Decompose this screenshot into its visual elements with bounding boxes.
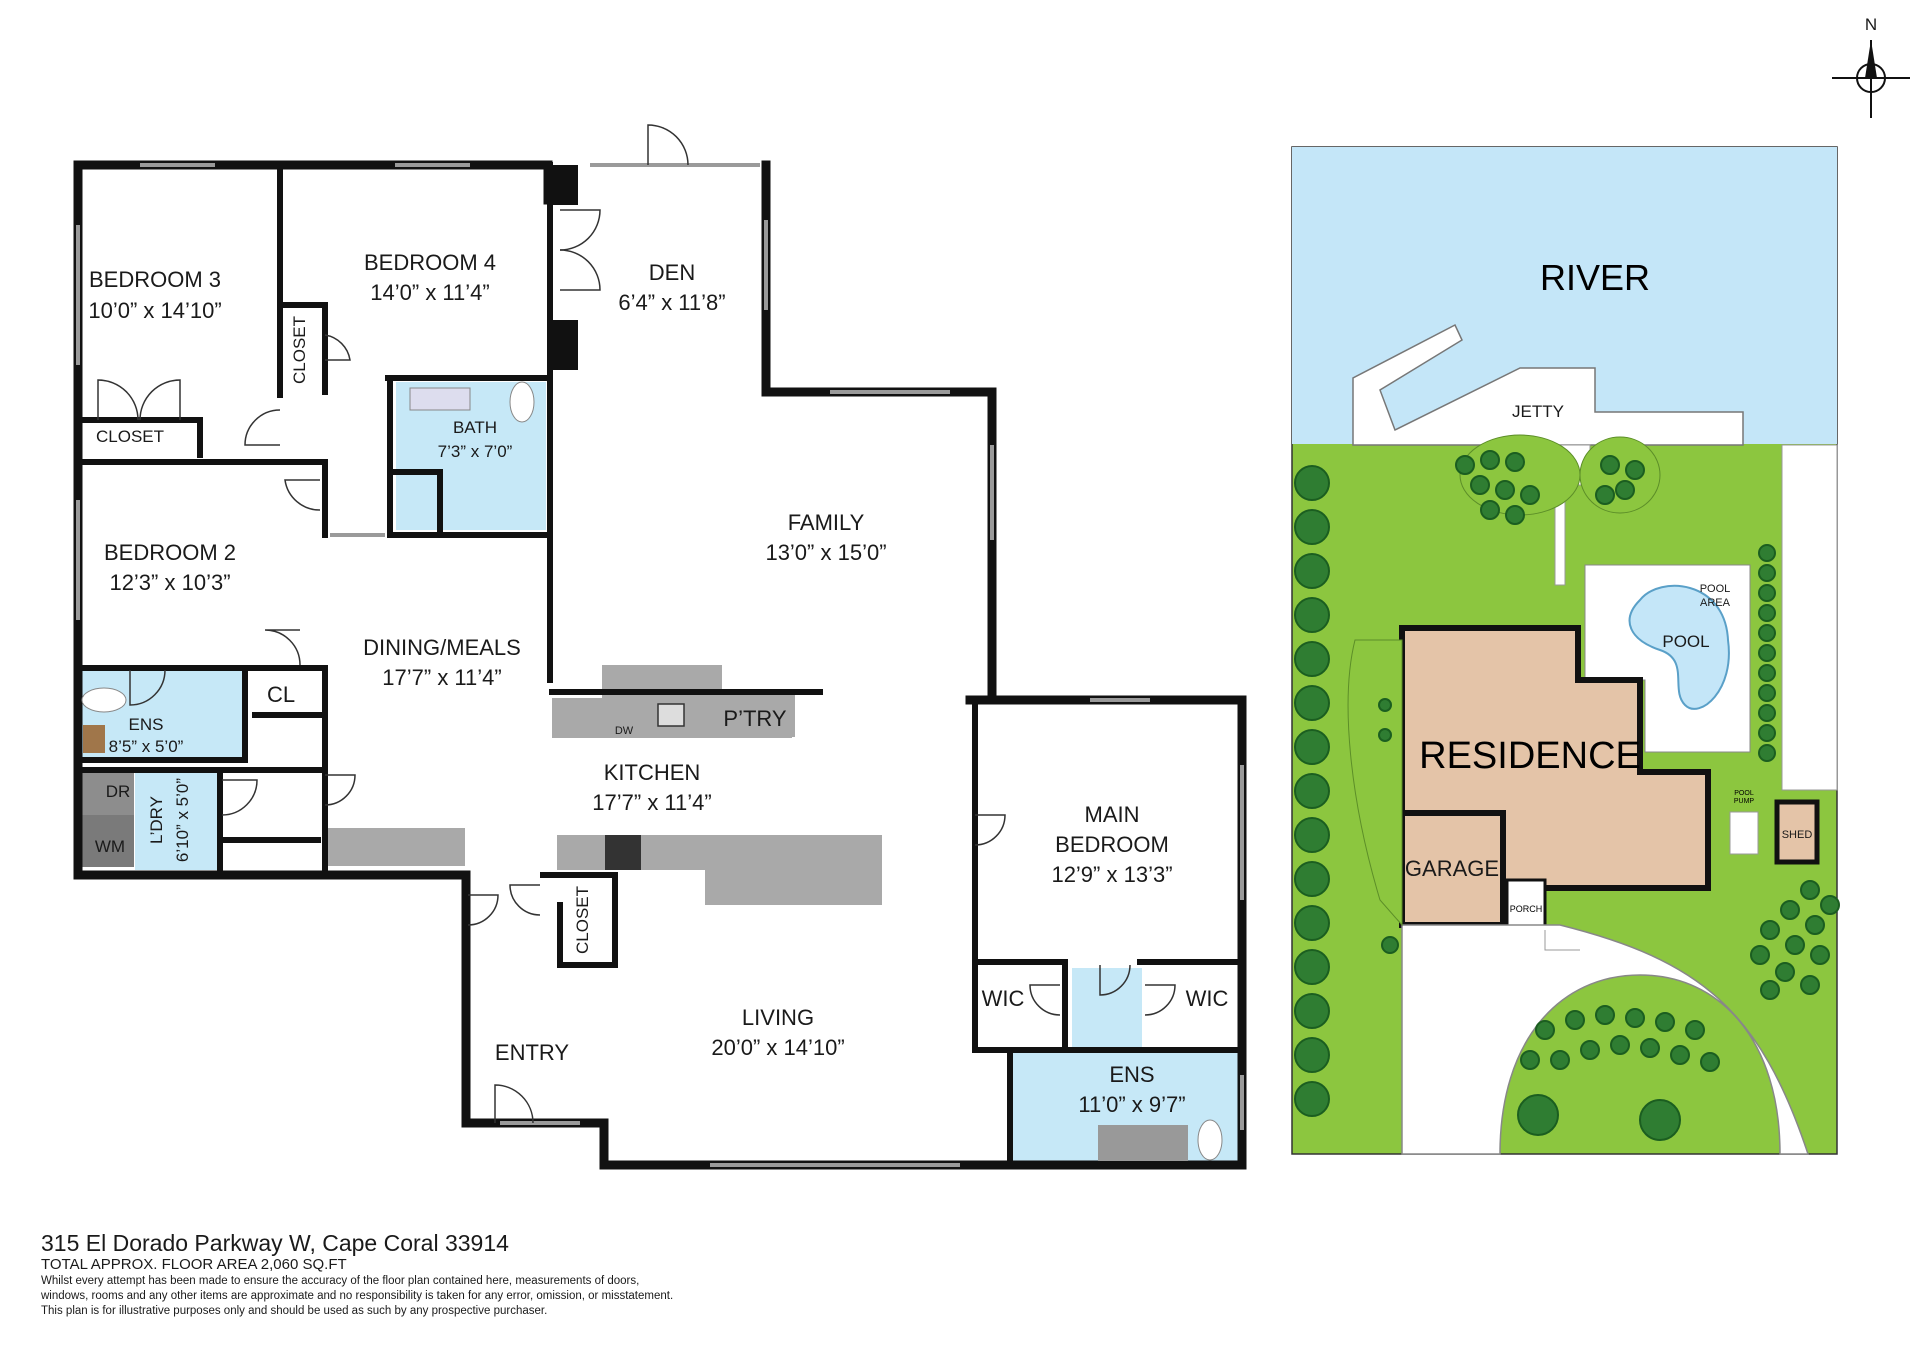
porch-label: PORCH bbox=[1510, 904, 1543, 914]
residence-label: RESIDENCE bbox=[1419, 735, 1641, 777]
pantry: P’TRY bbox=[723, 706, 786, 731]
driveway bbox=[1401, 924, 1810, 1155]
disclaimer-line-1: Whilst every attempt has been made to en… bbox=[41, 1275, 640, 1287]
wic-right: WIC bbox=[1186, 986, 1229, 1011]
den-size: 6’4” x 11’8” bbox=[618, 290, 725, 315]
entry-name: ENTRY bbox=[495, 1040, 569, 1065]
living-name: LIVING bbox=[742, 1005, 814, 1030]
bedroom-4-size: 14’0” x 11’4” bbox=[370, 280, 489, 305]
main-ensuite-name: ENS bbox=[1109, 1062, 1154, 1087]
garage-label: GARAGE bbox=[1405, 856, 1499, 881]
site-trees bbox=[1294, 450, 1840, 1141]
compass-icon: N bbox=[1832, 15, 1910, 118]
pool-area-label-2: AREA bbox=[1700, 597, 1731, 609]
floor-area: TOTAL APPROX. FLOOR AREA 2,060 SQ.FT bbox=[41, 1256, 347, 1273]
linen-closet: CL bbox=[267, 682, 295, 707]
dryer: DR bbox=[106, 782, 131, 801]
main-bedroom-name: MAIN bbox=[1085, 802, 1140, 827]
bedroom-3-name: BEDROOM 3 bbox=[89, 267, 221, 292]
closet-kitchen: CLOSET bbox=[573, 886, 592, 954]
dining-size: 17’7” x 11’4” bbox=[382, 665, 501, 690]
kitchen-name: KITCHEN bbox=[604, 760, 701, 785]
bedroom-3-size: 10’0” x 14’10” bbox=[88, 298, 221, 323]
closet-bedroom-3: CLOSET bbox=[96, 427, 164, 446]
bedroom-4-name: BEDROOM 4 bbox=[364, 250, 496, 275]
bath-name: BATH bbox=[453, 418, 497, 437]
room-labels: BEDROOM 3 10’0” x 14’10” BEDROOM 4 14’0”… bbox=[88, 250, 1228, 1117]
laundry-name: L’DRY bbox=[147, 796, 166, 844]
closet-bedroom-4: CLOSET bbox=[290, 316, 309, 384]
plan-footer: 315 El Dorado Parkway W, Cape Coral 3391… bbox=[41, 1230, 941, 1319]
disclaimer-line-3: This plan is for illustrative purposes o… bbox=[41, 1305, 548, 1317]
interior-walls bbox=[75, 162, 1238, 1168]
ensuite-bedroom-2-size: 8’5” x 5’0” bbox=[109, 737, 184, 756]
pool-pump-label: POOL bbox=[1734, 790, 1754, 797]
site-labels: RIVER JETTY POOL AREA POOL RESIDENCE GAR… bbox=[1405, 257, 1812, 914]
windows bbox=[76, 163, 1244, 1167]
site-plan bbox=[1291, 146, 1838, 1155]
bathroom-fixtures bbox=[81, 381, 1223, 1161]
family-size: 13’0” x 15’0” bbox=[765, 540, 886, 565]
jetty-label: JETTY bbox=[1512, 402, 1564, 421]
pool bbox=[1628, 584, 1730, 710]
pool-label: POOL bbox=[1662, 632, 1709, 651]
living-size: 20’0” x 14’10” bbox=[711, 1035, 844, 1060]
family-name: FAMILY bbox=[788, 510, 865, 535]
wic-left: WIC bbox=[982, 986, 1025, 1011]
doors bbox=[97, 124, 1176, 1124]
river-label: RIVER bbox=[1540, 257, 1650, 298]
bedroom-2-name: BEDROOM 2 bbox=[104, 540, 236, 565]
den-name: DEN bbox=[649, 260, 695, 285]
ensuite-bedroom-2-name: ENS bbox=[129, 715, 164, 734]
laundry-size: 6’10” x 5’0” bbox=[173, 778, 192, 862]
bedroom-2-size: 12’3” x 10’3” bbox=[109, 570, 230, 595]
kitchen-counters bbox=[82, 665, 882, 905]
main-bedroom-name-2: BEDROOM bbox=[1055, 832, 1169, 857]
main-bedroom-size: 12’9” x 13’3” bbox=[1051, 862, 1172, 887]
shed bbox=[1774, 799, 1820, 865]
bath-size: 7’3” x 7’0” bbox=[438, 442, 513, 461]
washing-machine: WM bbox=[95, 837, 125, 856]
compass-north-label: N bbox=[1865, 15, 1877, 34]
property-address: 315 El Dorado Parkway W, Cape Coral 3391… bbox=[41, 1230, 509, 1256]
jetty bbox=[1352, 323, 1744, 446]
dishwasher: DW bbox=[615, 725, 634, 737]
main-ensuite-size: 11’0” x 9’7” bbox=[1078, 1092, 1185, 1117]
disclaimer-line-2: windows, rooms and any other items are a… bbox=[41, 1290, 674, 1302]
kitchen-size: 17’7” x 11’4” bbox=[592, 790, 711, 815]
dining-name: DINING/MEALS bbox=[363, 635, 521, 660]
pool-area-label: POOL bbox=[1700, 583, 1731, 595]
pool-pump-label-2: PUMP bbox=[1734, 798, 1755, 805]
shed-label: SHED bbox=[1782, 829, 1813, 841]
